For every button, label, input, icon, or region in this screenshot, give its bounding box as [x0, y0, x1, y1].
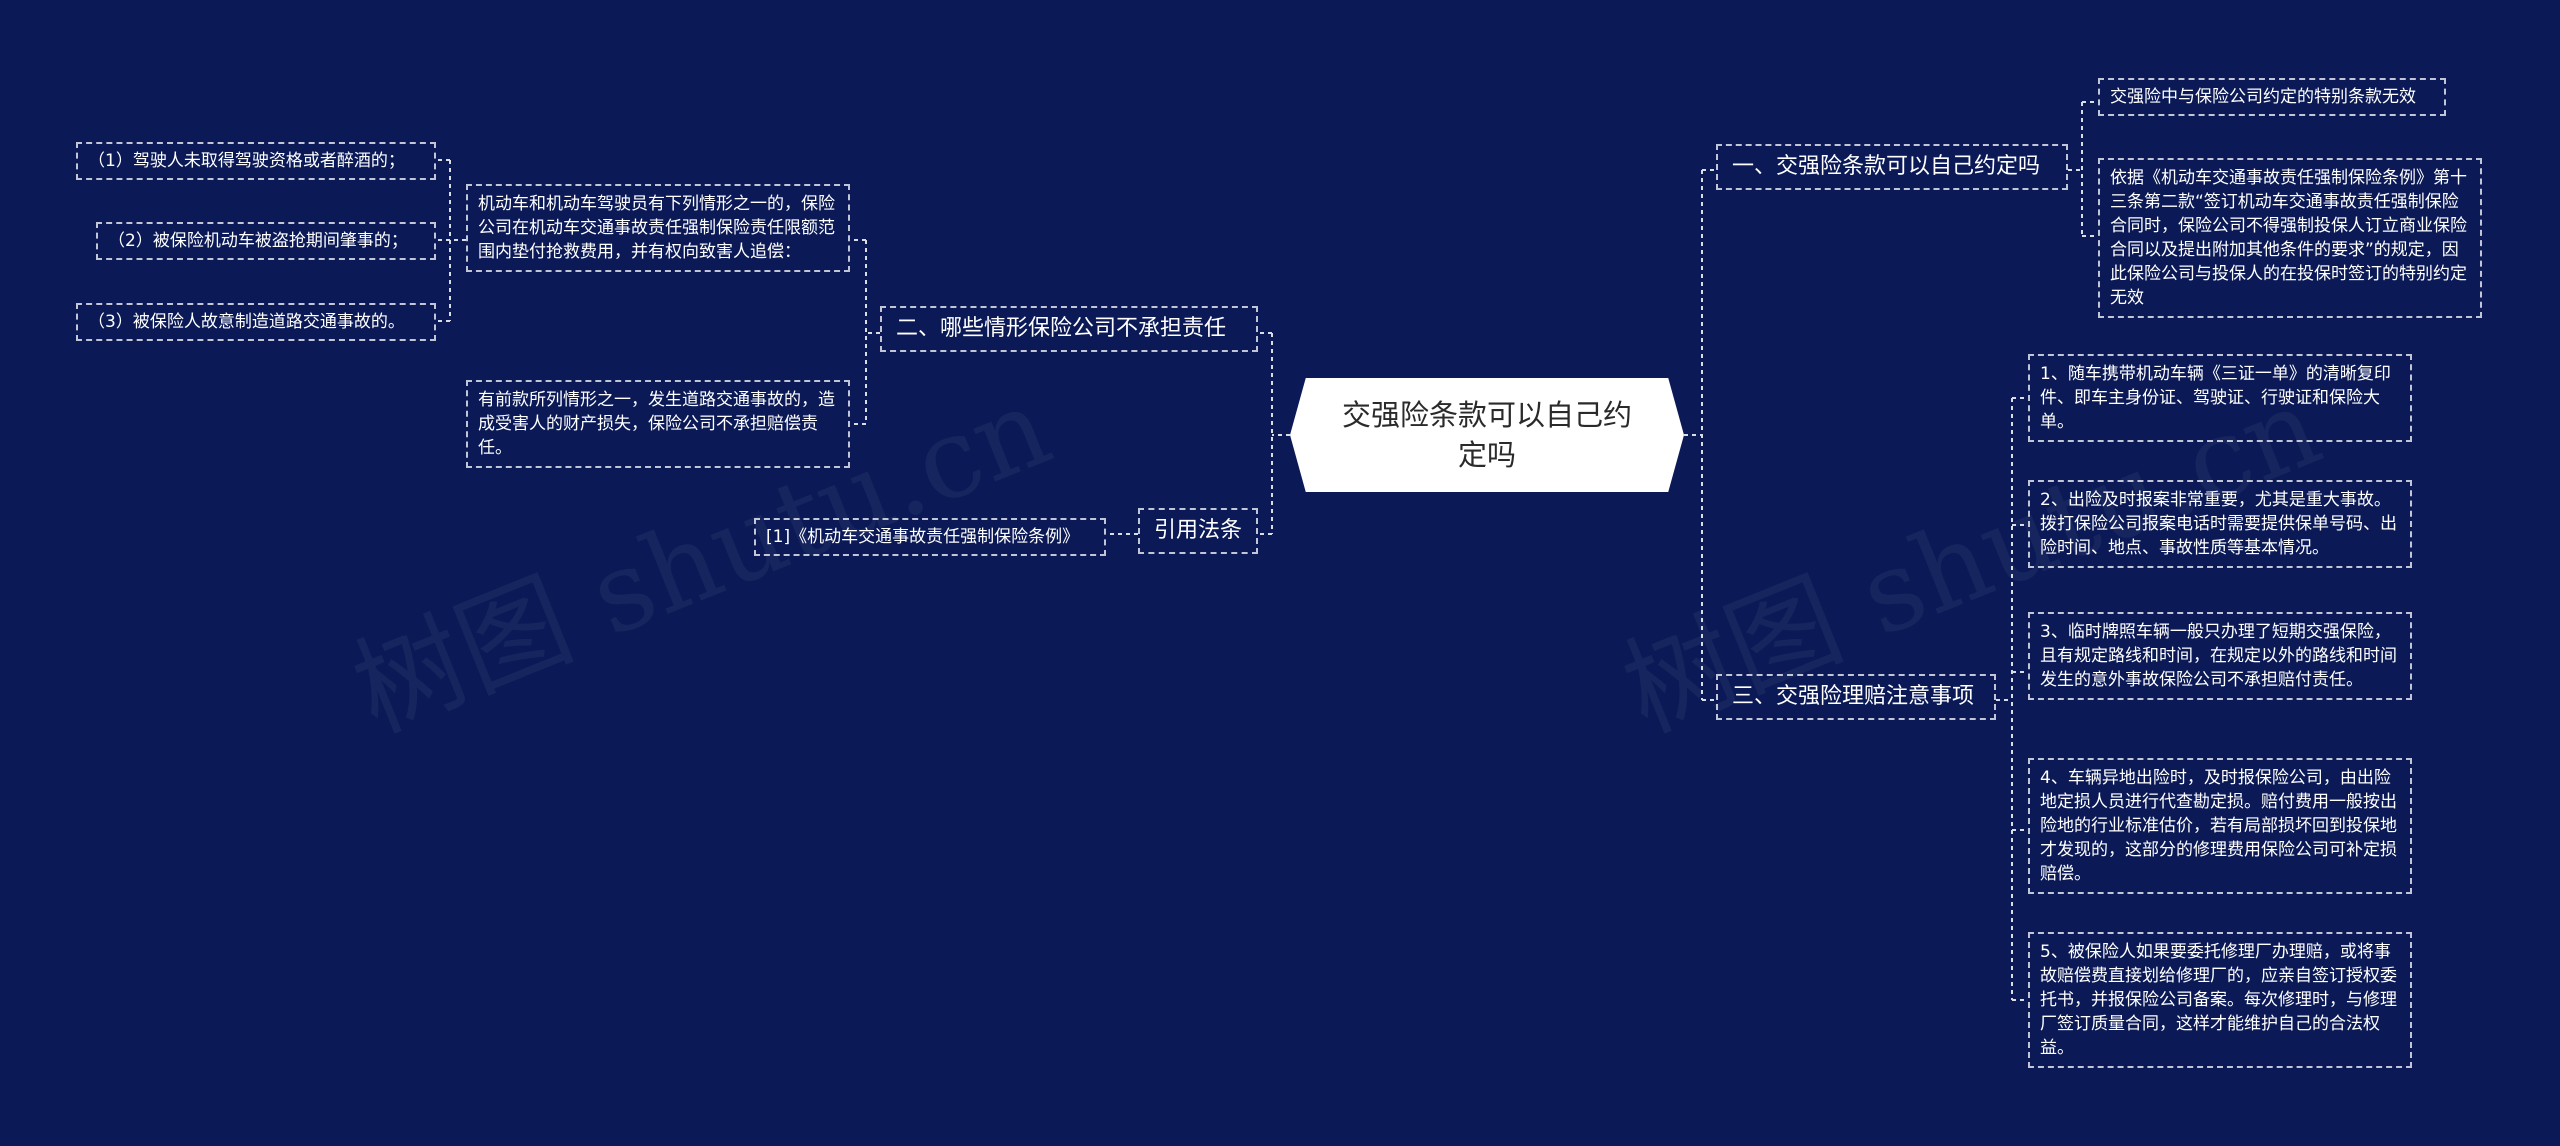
claims-note-4[interactable]: 4、车辆异地出险时，及时报保险公司，由出险地定损人员进行代查勘定损。赔付费用一般…	[2028, 758, 2412, 894]
exemption-item-3[interactable]: （3）被保险人故意制造道路交通事故的。	[76, 303, 436, 341]
claims-note-1[interactable]: 1、随车携带机动车辆《三证一单》的清晰复印件、即车主身份证、驾驶证、行驶证和保险…	[2028, 354, 2412, 442]
branch-contract-terms[interactable]: 一、交强险条款可以自己约定吗	[1716, 144, 2068, 190]
central-topic[interactable]: 交强险条款可以自己约定吗	[1290, 378, 1684, 492]
cited-law-reference[interactable]: [1]《机动车交通事故责任强制保险条例》	[754, 518, 1106, 556]
detail-advance-payment[interactable]: 机动车和机动车驾驶员有下列情形之一的，保险公司在机动车交通事故责任强制保险责任限…	[466, 184, 850, 272]
claims-note-2[interactable]: 2、出险及时报案非常重要，尤其是重大事故。拨打保险公司报案电话时需要提供保单号码…	[2028, 480, 2412, 568]
claims-note-3[interactable]: 3、临时牌照车辆一般只办理了短期交强保险，且有规定路线和时间，在规定以外的路线和…	[2028, 612, 2412, 700]
detail-special-terms-invalid[interactable]: 交强险中与保险公司约定的特别条款无效	[2098, 78, 2446, 116]
branch-claims-notes[interactable]: 三、交强险理赔注意事项	[1716, 674, 1996, 720]
claims-note-5[interactable]: 5、被保险人如果要委托修理厂办理赔，或将事故赔偿费直接划给修理厂的，应亲自签订授…	[2028, 932, 2412, 1068]
branch-insurer-exemptions[interactable]: 二、哪些情形保险公司不承担责任	[880, 306, 1258, 352]
exemption-item-1[interactable]: （1）驾驶人未取得驾驶资格或者醉酒的；	[76, 142, 436, 180]
detail-regulation-article-13[interactable]: 依据《机动车交通事故责任强制保险条例》第十三条第二款“签订机动车交通事故责任强制…	[2098, 158, 2482, 318]
exemption-item-2[interactable]: （2）被保险机动车被盗抢期间肇事的；	[96, 222, 436, 260]
branch-cited-law[interactable]: 引用法条	[1138, 508, 1258, 554]
detail-property-loss[interactable]: 有前款所列情形之一，发生道路交通事故的，造成受害人的财产损失，保险公司不承担赔偿…	[466, 380, 850, 468]
